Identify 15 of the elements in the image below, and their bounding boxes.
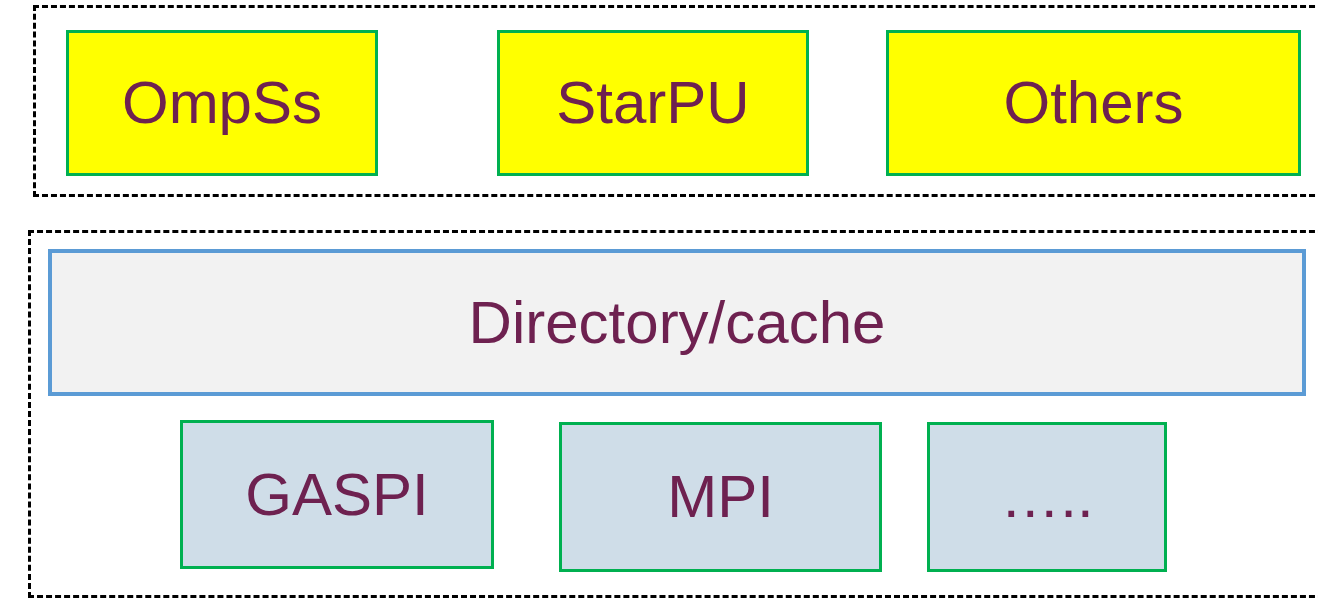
- box-label: StarPU: [556, 73, 750, 133]
- box-label: …..: [1000, 467, 1094, 527]
- framework-box: [66, 30, 378, 176]
- box-label: Others: [1003, 73, 1184, 133]
- transport-box: [559, 422, 882, 572]
- layer-box: [48, 249, 1306, 396]
- transport-box: [180, 420, 494, 569]
- box-label: Directory/cache: [468, 292, 886, 353]
- framework-box: [886, 30, 1301, 176]
- box-label: OmpSs: [121, 73, 322, 133]
- framework-box: [497, 30, 809, 176]
- transport-box: [927, 422, 1167, 572]
- box-label: GASPI: [245, 464, 429, 525]
- dashed-group-box: [33, 5, 1318, 197]
- box-label: MPI: [667, 467, 774, 527]
